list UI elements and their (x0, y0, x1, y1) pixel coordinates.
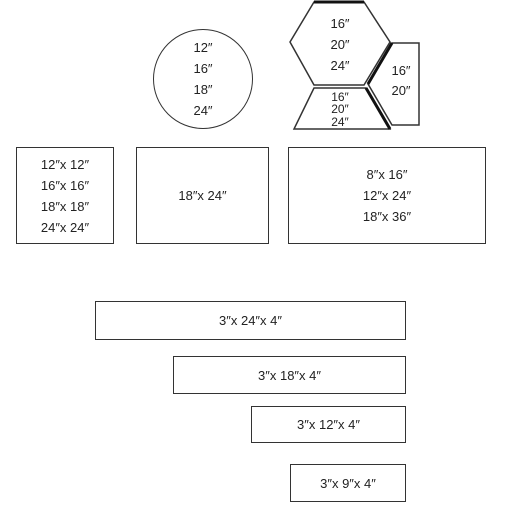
rect-medium-size-1: 18″x 24″ (178, 188, 227, 203)
plank-18: 3″x 18″x 4″ (173, 356, 406, 394)
circle-size-3: 18″ (193, 82, 213, 97)
plank-24-label: 3″x 24″x 4″ (219, 313, 282, 328)
plank-24: 3″x 24″x 4″ (95, 301, 406, 340)
trapezoid-bottom-size-1: 16″ (331, 90, 349, 104)
plank-12: 3″x 12″x 4″ (251, 406, 406, 443)
plank-18-label: 3″x 18″x 4″ (258, 367, 321, 383)
trapezoid-bottom-size-2: 20″ (331, 102, 349, 116)
rect-large-shape: 8″x 16″ 12″x 24″ 18″x 36″ (288, 147, 486, 244)
plank-9: 3″x 9″x 4″ (290, 464, 406, 502)
trapezoid-bottom-size-3: 24″ (331, 115, 349, 129)
trapezoid-bottom-edge-accent (364, 87, 392, 130)
circle-size-4: 24″ (193, 103, 213, 118)
plank-9-label: 3″x 9″x 4″ (320, 475, 376, 491)
square-shape: 12″x 12″ 16″x 16″ 18″x 18″ 24″x 24″ (16, 147, 114, 244)
plank-12-label: 3″x 12″x 4″ (297, 417, 360, 432)
rect-large-size-3: 18″x 36″ (362, 209, 412, 224)
square-size-1: 12″x 12″ (40, 156, 90, 172)
trapezoid-right-size-1: 16″ (391, 63, 410, 78)
trapezoid-right-edge-accent (366, 42, 394, 85)
hexagon-size-1: 16″ (330, 16, 349, 31)
rect-large-size-1: 8″x 16″ (366, 167, 408, 182)
rect-medium-shape: 18″x 24″ (136, 147, 269, 244)
square-size-4: 24″x 24″ (40, 219, 90, 235)
hexagon-size-3: 24″ (330, 58, 349, 73)
rect-large-size-2: 12″x 24″ (362, 188, 412, 203)
square-size-2: 16″x 16″ (40, 177, 90, 193)
circle-shape: 12″ 16″ 18″ 24″ (153, 29, 253, 129)
hexagon-size-2: 20″ (330, 37, 349, 52)
circle-size-2: 16″ (193, 61, 213, 76)
circle-size-1: 12″ (193, 40, 213, 55)
hexagon-cluster: 16″ 20″ 24″ 16″ 20″ 24″ 16″ 20″ (289, 0, 420, 130)
square-size-3: 18″x 18″ (40, 198, 90, 214)
trapezoid-right-size-2: 20″ (391, 83, 410, 98)
